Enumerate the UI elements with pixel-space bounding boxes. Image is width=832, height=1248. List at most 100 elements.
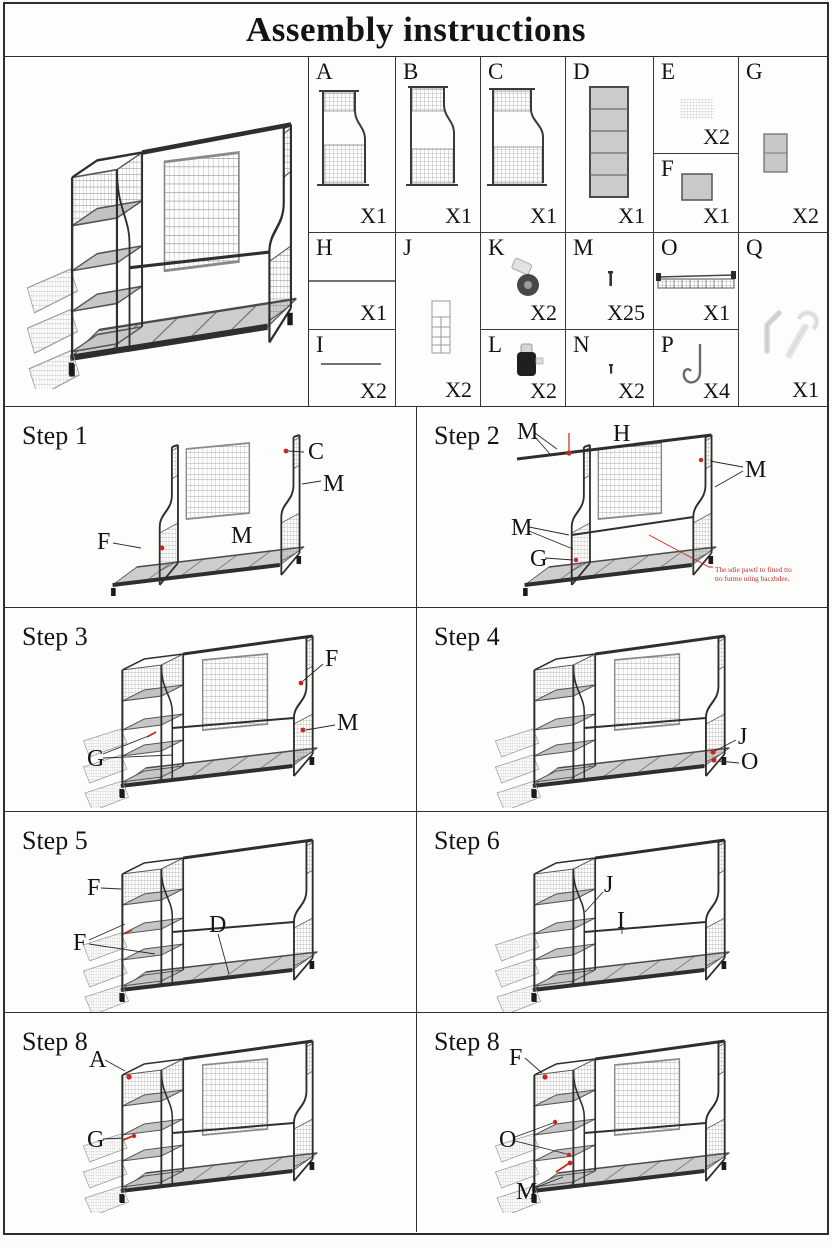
- part-label: F: [325, 646, 338, 672]
- assembly-diagram-step-8: F O M: [417, 1013, 827, 1213]
- part-cell-g: G X2: [738, 57, 827, 232]
- rail-o-icon: [656, 271, 736, 289]
- part-label: M: [516, 1179, 537, 1205]
- step-title: Step 8: [434, 1027, 500, 1056]
- side-frame-c-icon: [487, 88, 547, 186]
- step-panel-1: Step 1 C M F M: [5, 407, 416, 607]
- part-letter: K: [488, 235, 505, 260]
- side-frame-a-icon: [317, 90, 369, 186]
- part-letter: O: [661, 235, 678, 260]
- part-cell-e: E X2: [654, 57, 738, 153]
- finished-product-diagram: [21, 109, 299, 389]
- page-title: Assembly instructions: [245, 10, 587, 49]
- part-label: I: [617, 908, 625, 934]
- part-label: G: [530, 546, 547, 572]
- step-panel-2: Step 2 M H M M G The sdie pawtl to fined…: [416, 407, 827, 607]
- part-qty: X2: [530, 378, 557, 403]
- part-letter: F: [661, 156, 674, 181]
- part-letter: P: [661, 332, 674, 357]
- part-cell-q: Q X1: [738, 232, 827, 406]
- brake-caster-icon: [517, 343, 544, 376]
- part-qty: X2: [445, 377, 472, 402]
- part-qty: X1: [703, 300, 730, 325]
- part-label: M: [745, 457, 766, 483]
- part-label: D: [209, 912, 226, 938]
- part-letter: D: [573, 59, 590, 84]
- assembly-note-line2: tto furme uting baczbdee.: [715, 574, 790, 583]
- step-panel-8: Step 8 F O M: [416, 1012, 827, 1232]
- finished-product-cell: [5, 57, 309, 406]
- parts-grid: A X1 B: [309, 57, 827, 406]
- part-qty: X1: [703, 203, 730, 228]
- part-letter: G: [746, 59, 763, 84]
- part-qty: X2: [360, 378, 387, 403]
- part-letter: E: [661, 59, 676, 84]
- part-qty: X4: [703, 378, 730, 403]
- step-panel-6: Step 6 J I: [416, 811, 827, 1012]
- step-title: Step 2: [434, 421, 500, 450]
- part-label: G: [87, 746, 104, 772]
- part-label: F: [97, 529, 110, 555]
- part-qty: X2: [792, 203, 819, 228]
- assembly-diagram-step-4: J O: [417, 608, 758, 808]
- screw-m-icon: [608, 271, 613, 286]
- assembly-diagram-step-2: M H M M G The sdie pawtl to fined tto tt…: [511, 419, 792, 607]
- panel-g-icon: [763, 133, 788, 173]
- part-qty: X1: [360, 300, 387, 325]
- assembly-diagram-step-3: F M G: [5, 608, 358, 808]
- part-label: J: [738, 724, 747, 750]
- part-label: H: [613, 421, 630, 447]
- assembly-note-line1: The sdie pawtl to fined tto: [715, 565, 792, 574]
- tube-h-icon: [309, 280, 395, 282]
- part-qty: X25: [607, 300, 645, 325]
- part-cell-p: P X4: [654, 329, 738, 407]
- panel-f-icon: [681, 173, 713, 201]
- hook-p-icon: [682, 344, 702, 384]
- part-cell-f: F X1: [654, 153, 738, 232]
- part-letter: H: [316, 235, 333, 260]
- panel-d-icon: [589, 86, 629, 198]
- step-title: Step 1: [22, 421, 88, 450]
- step-title: Step 5: [22, 826, 88, 855]
- screw-n-icon: [609, 364, 613, 374]
- part-cell-h: H X1: [309, 233, 395, 329]
- step-title: Step 4: [434, 622, 500, 651]
- part-letter: B: [403, 59, 419, 84]
- step-title: Step 6: [434, 826, 500, 855]
- part-label: J: [604, 872, 613, 898]
- part-letter: M: [573, 235, 594, 260]
- assembly-diagram-step-1: C M F M: [97, 407, 344, 607]
- part-column-mn: M X25 N X2: [565, 232, 653, 406]
- part-qty: X2: [530, 300, 557, 325]
- steps-section: Step 1 C M F M Step 2: [5, 407, 827, 1232]
- part-label: A: [89, 1047, 107, 1073]
- step-title: Step 3: [22, 622, 88, 651]
- ladder-frame-j-icon: [431, 300, 451, 354]
- part-label: F: [73, 930, 86, 956]
- mesh-panel-e-icon: [680, 99, 714, 119]
- step-panel-7: Step 8 A G: [5, 1012, 416, 1232]
- part-label: M: [517, 419, 538, 445]
- title-bar: Assembly instructions: [5, 4, 827, 57]
- part-label: M: [323, 471, 344, 497]
- part-letter: A: [316, 59, 333, 84]
- tube-i-icon: [321, 363, 381, 365]
- part-label: G: [87, 1127, 104, 1153]
- step-title: Step 8: [22, 1027, 88, 1056]
- part-column-op: O X1 P X4: [653, 232, 738, 406]
- part-letter: Q: [746, 235, 763, 260]
- part-cell-b: B X1: [395, 57, 480, 232]
- part-qty: X1: [530, 203, 557, 228]
- part-label: O: [741, 749, 758, 775]
- part-label: M: [511, 515, 532, 541]
- part-cell-k: K X2: [481, 233, 565, 329]
- part-letter: C: [488, 59, 504, 84]
- sheet-border: Assembly instructions A: [3, 2, 829, 1235]
- part-column-hi: H X1 I X2: [309, 232, 395, 406]
- part-qty: X2: [703, 124, 730, 149]
- part-cell-o: O X1: [654, 233, 738, 329]
- part-qty: X1: [792, 377, 819, 402]
- part-label: O: [499, 1127, 516, 1153]
- part-qty: X1: [445, 203, 472, 228]
